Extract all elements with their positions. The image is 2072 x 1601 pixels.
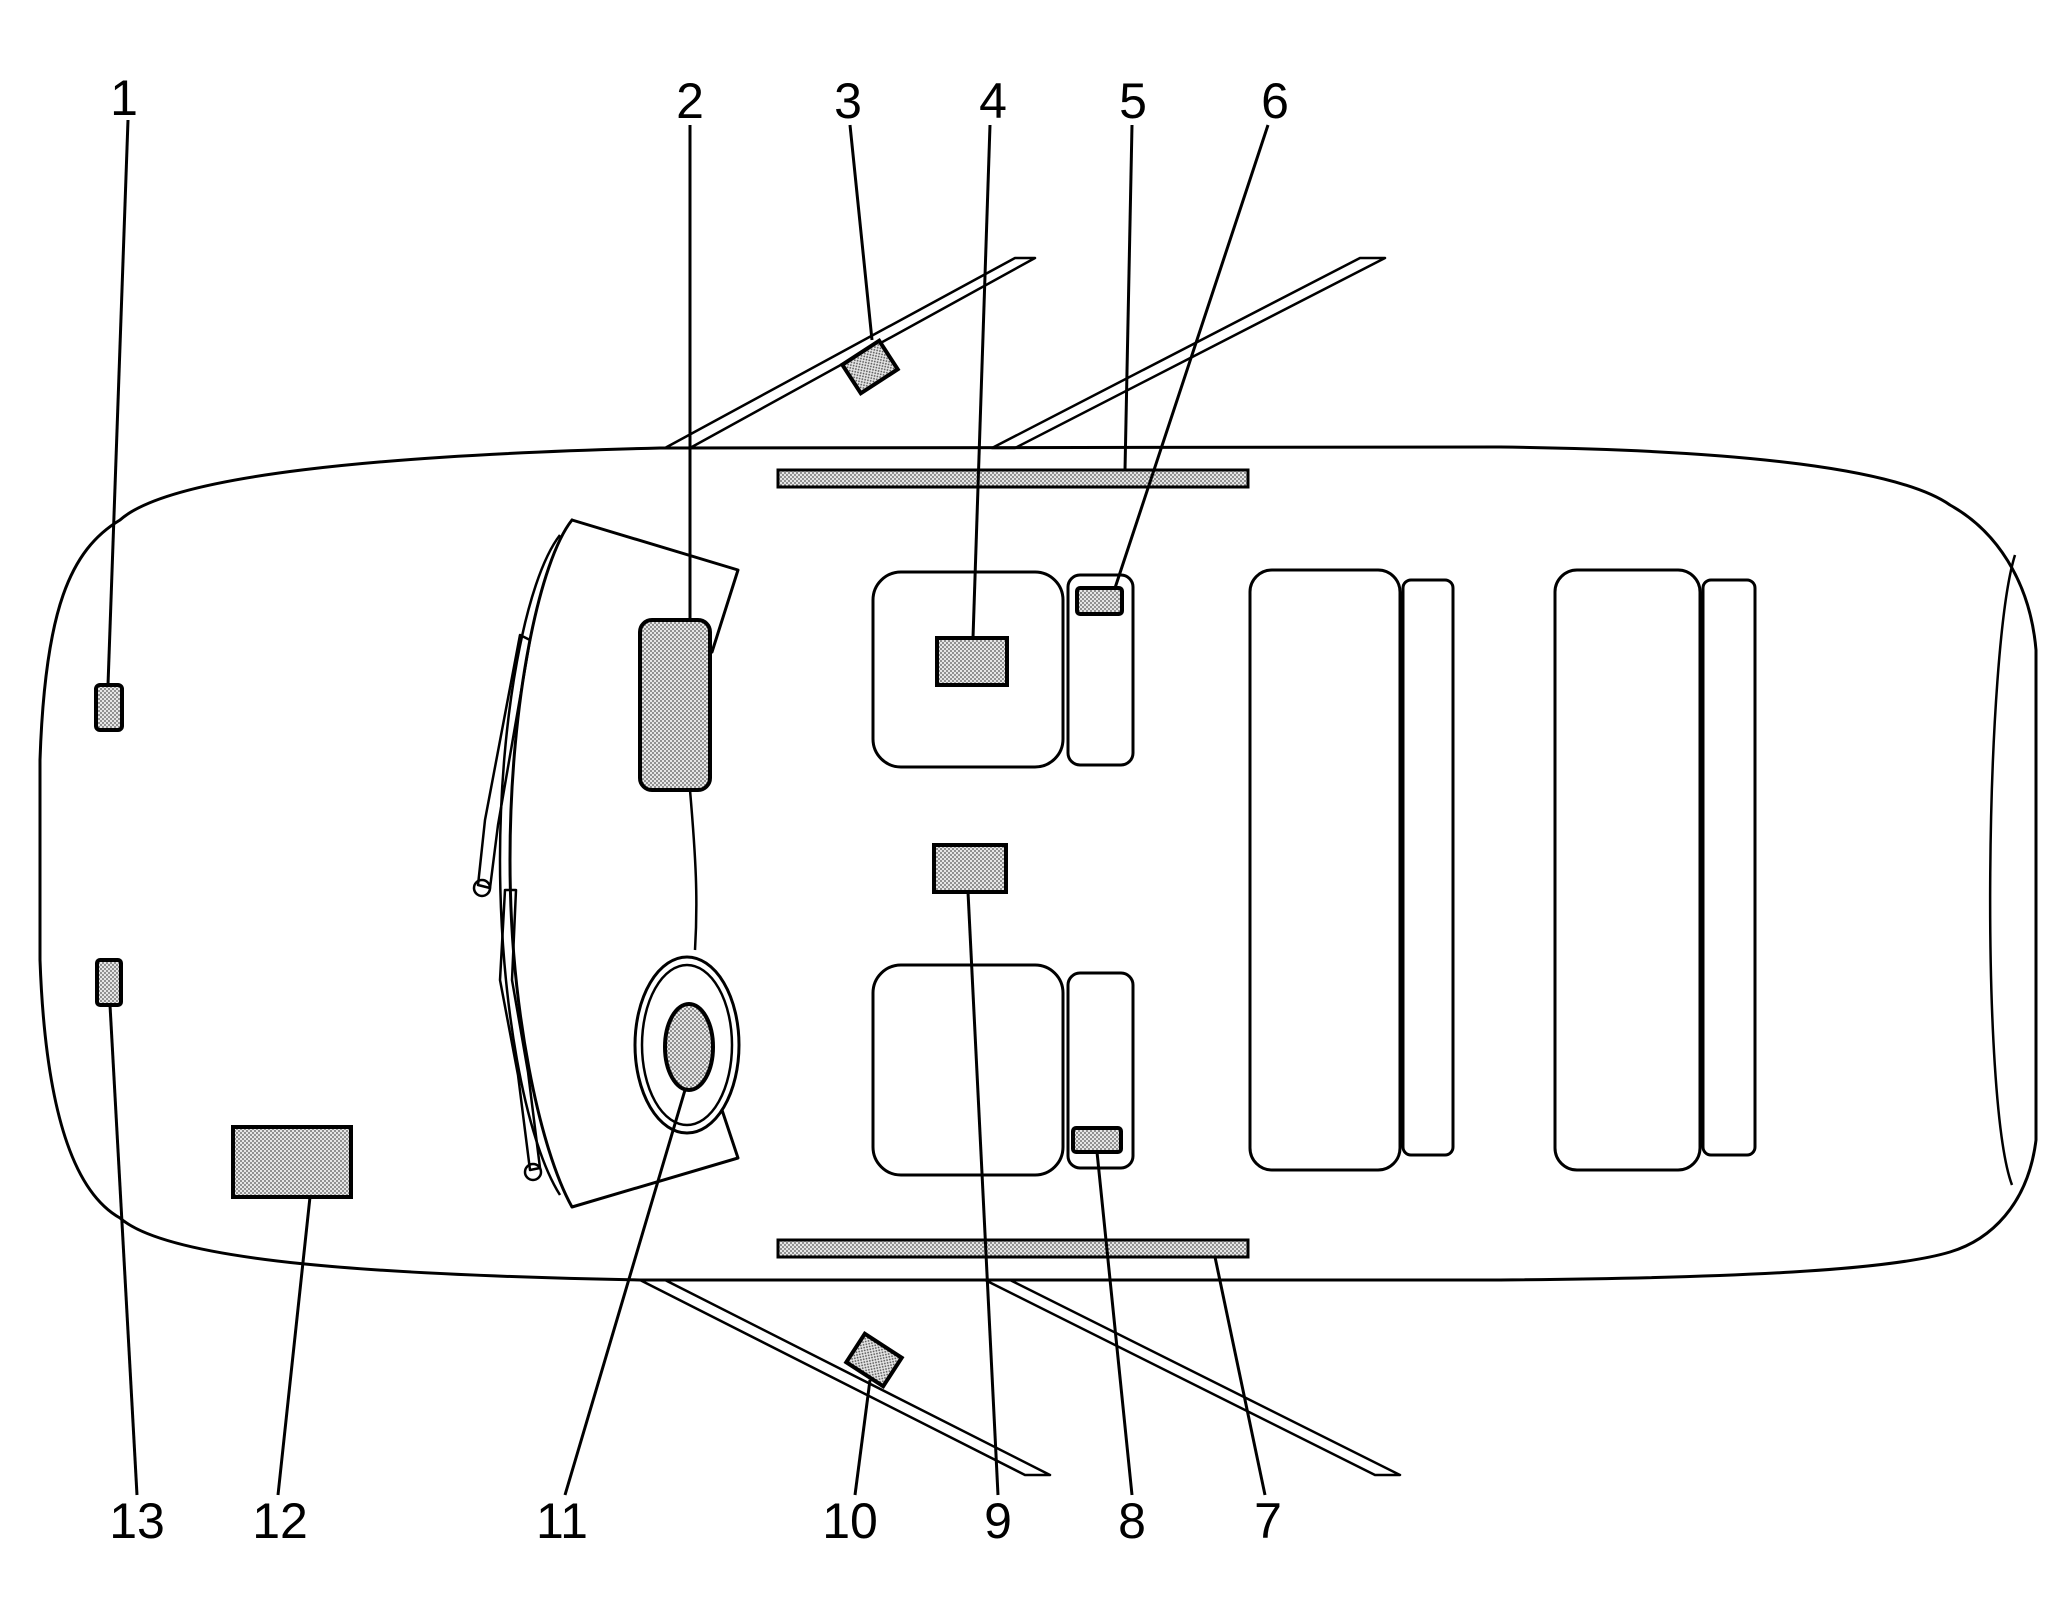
leader-13 <box>108 1004 139 1496</box>
component-11 <box>663 1002 715 1092</box>
callout-6: 6 <box>1261 73 1289 129</box>
component-9 <box>932 843 1008 894</box>
front-seatback-upper <box>1066 573 1135 767</box>
steering-wheel <box>633 955 741 1135</box>
callout-13: 13 <box>109 1493 165 1549</box>
callout-11: 11 <box>536 1493 588 1549</box>
front-seat-lower <box>871 963 1065 1177</box>
callout-10: 10 <box>822 1493 878 1549</box>
components <box>94 337 1250 1390</box>
callout-labels: 1 2 3 4 5 6 7 8 9 10 11 12 13 <box>109 70 1289 1549</box>
leader-5 <box>1123 124 1134 471</box>
leader-4 <box>971 124 992 639</box>
component-5-side-strip-upper <box>776 468 1250 489</box>
leader-10 <box>853 1379 872 1496</box>
callout-4: 4 <box>979 73 1007 129</box>
leader-lines <box>106 119 1270 1496</box>
component-8 <box>1071 1126 1123 1154</box>
leader-11 <box>563 1089 687 1496</box>
callout-2: 2 <box>676 73 704 129</box>
callout-1: 1 <box>110 70 138 126</box>
third-row-seat <box>1553 568 1702 1172</box>
component-7-side-strip-lower <box>776 1238 1250 1259</box>
component-3 <box>839 337 901 397</box>
callout-3: 3 <box>834 73 862 129</box>
third-row-seatback <box>1701 578 1757 1157</box>
leader-12 <box>276 1196 312 1496</box>
front-seatback-lower <box>1066 971 1135 1170</box>
leader-1 <box>106 119 130 686</box>
second-row-seatback <box>1401 578 1455 1157</box>
leader-9 <box>966 891 1000 1496</box>
component-10 <box>843 1330 905 1390</box>
vehicle-body <box>38 445 2038 1282</box>
component-13 <box>95 958 123 1007</box>
callout-7: 7 <box>1254 1493 1282 1549</box>
leader-3 <box>848 124 874 341</box>
callout-8: 8 <box>1118 1493 1146 1549</box>
windshield-dashboard <box>472 518 740 1209</box>
second-row-seat <box>1248 568 1402 1172</box>
component-12 <box>231 1125 353 1199</box>
component-2 <box>638 618 712 792</box>
leader-8 <box>1095 1151 1134 1496</box>
callout-12: 12 <box>252 1493 308 1549</box>
component-1 <box>94 683 124 732</box>
callout-5: 5 <box>1119 73 1147 129</box>
leader-6 <box>1113 124 1270 589</box>
component-4 <box>935 636 1009 687</box>
component-6 <box>1075 586 1124 616</box>
callout-9: 9 <box>984 1493 1012 1549</box>
leader-7 <box>1213 1256 1267 1496</box>
door-outlines <box>638 256 1402 1477</box>
